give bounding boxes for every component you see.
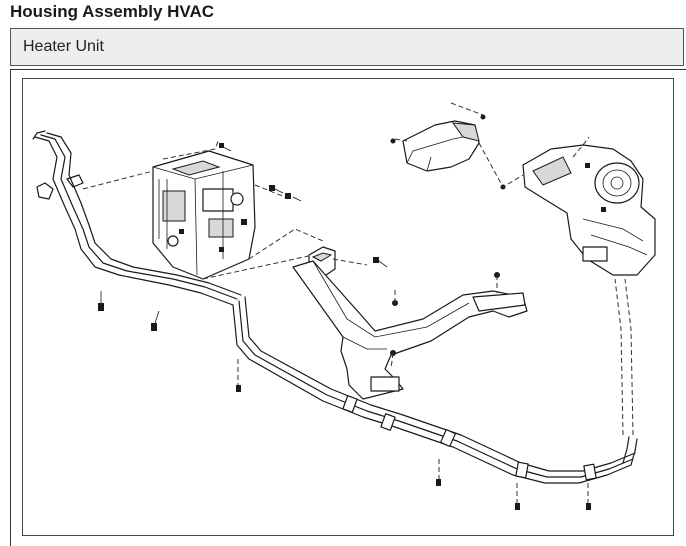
section-title: Heater Unit xyxy=(23,38,104,55)
hvac-exploded-illustration xyxy=(32,102,656,510)
figure-frame xyxy=(10,69,686,546)
blower-unit xyxy=(522,144,656,276)
defroster-duct xyxy=(390,114,506,190)
section-header: Heater Unit xyxy=(10,28,684,66)
exploded-view-diagram xyxy=(22,78,674,536)
heater-unit xyxy=(152,150,256,280)
page-title: Housing Assembly HVAC xyxy=(10,2,215,21)
heater-hoses xyxy=(32,130,638,484)
bracket xyxy=(292,260,528,400)
fasteners xyxy=(98,143,591,510)
